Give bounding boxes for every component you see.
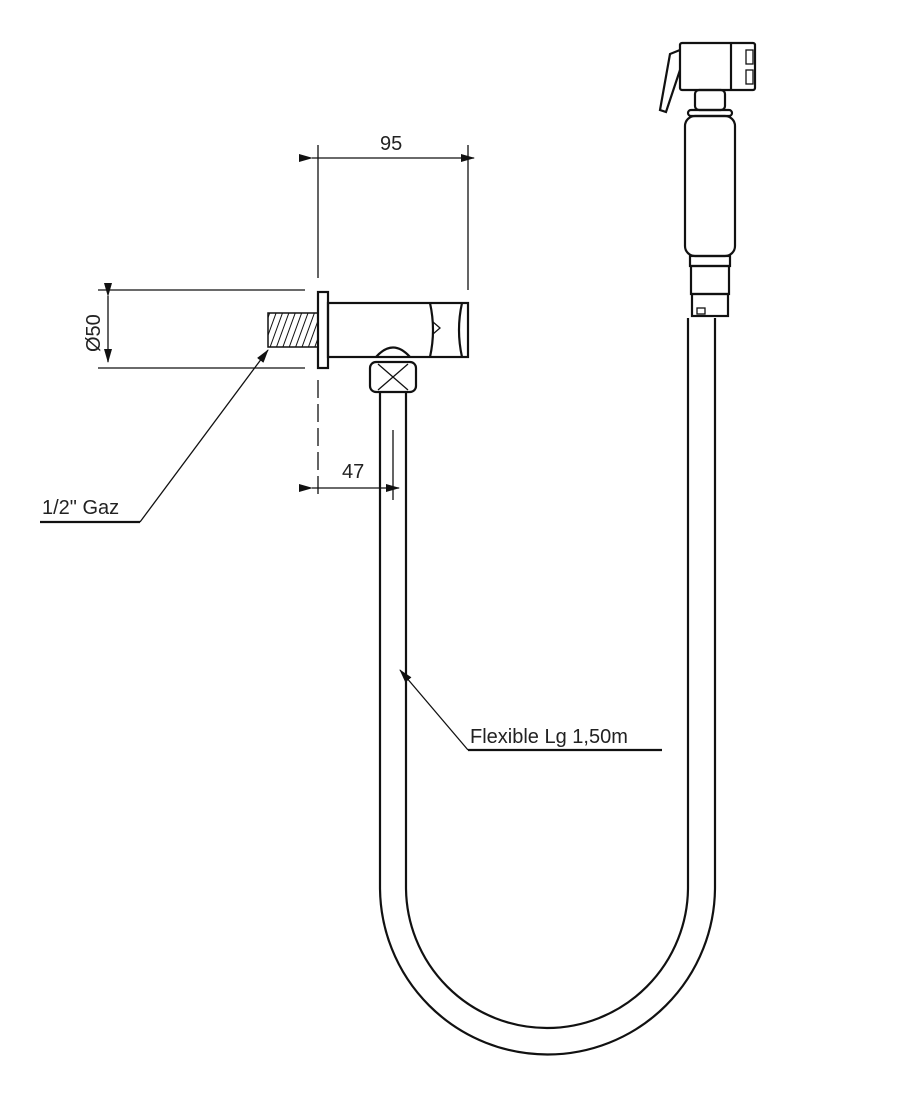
trigger-lever: [658, 48, 682, 114]
dimension-diameter-50: Ø50: [83, 283, 305, 369]
thread-annotation: 1/2" Gaz: [40, 349, 269, 524]
dimension-47: 47: [299, 430, 400, 500]
hose-nut: [368, 360, 418, 394]
handle: [683, 114, 737, 258]
hose-annotation: Flexible Lg 1,50m: [399, 669, 662, 752]
dimension-47-label: 47: [342, 461, 364, 483]
dimension-diameter-label: Ø50: [83, 314, 105, 352]
wall-outlet-body: [267, 290, 470, 500]
flange: [316, 290, 330, 370]
thread-label: 1/2" Gaz: [42, 497, 119, 519]
thread: [267, 312, 319, 348]
flexible-hose: [378, 318, 717, 1056]
hand-spray: [658, 41, 757, 318]
dimension-95: 95: [299, 133, 475, 290]
hose-label: Flexible Lg 1,50m: [470, 726, 628, 748]
dimension-95-label: 95: [380, 133, 402, 155]
